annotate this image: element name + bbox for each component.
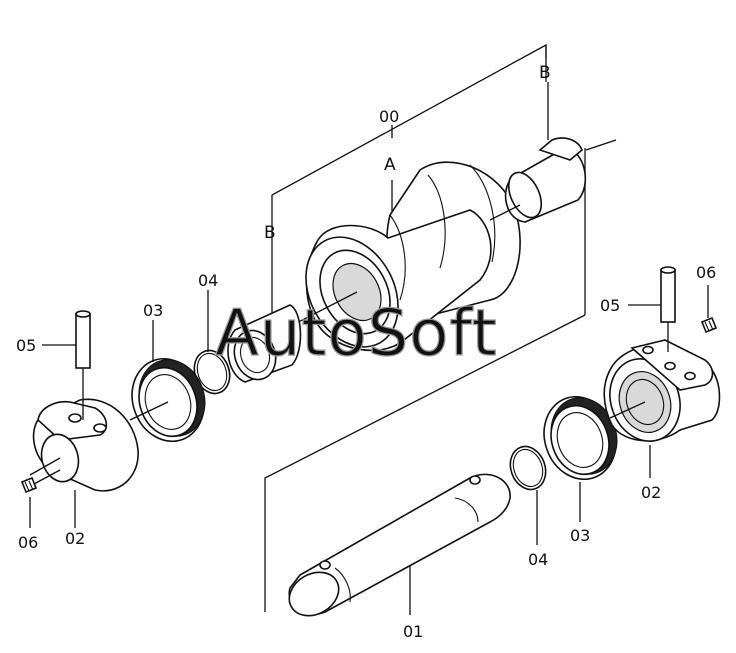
callout-b-left: B — [264, 223, 276, 243]
callout-05-left: 05 — [16, 336, 36, 355]
callout-01: 01 — [403, 622, 423, 641]
assembly-bracket-lines — [264, 43, 617, 612]
callout-04-left: 04 — [198, 271, 218, 290]
callout-03-right: 03 — [570, 526, 590, 545]
callout-04-right: 04 — [528, 550, 548, 569]
plug-left — [20, 469, 61, 494]
callout-02-left: 02 — [65, 529, 85, 548]
callout-a: A — [384, 155, 396, 175]
bushing-left — [227, 304, 302, 383]
roller-body — [239, 161, 521, 353]
callout-06-right: 06 — [696, 263, 716, 282]
callout-06-left: 06 — [18, 533, 38, 552]
callout-00: 00 — [379, 107, 399, 126]
oring-right-inner — [512, 448, 544, 488]
collar-left — [29, 398, 139, 492]
callout-02-right: 02 — [641, 483, 661, 502]
watermark-text: AutoSoft — [215, 297, 498, 371]
oring-left-inner — [196, 352, 228, 392]
callout-03-left: 03 — [143, 301, 163, 320]
leader-lines — [29, 290, 661, 545]
seal-left — [129, 357, 206, 443]
collar-right — [603, 339, 721, 442]
callout-05-right: 05 — [600, 296, 620, 315]
shaft — [288, 473, 511, 617]
pin-left — [75, 310, 91, 420]
oring-right — [509, 445, 547, 491]
bushing-right — [489, 137, 587, 223]
plug-right — [700, 285, 718, 334]
pin-right — [660, 266, 676, 352]
callout-b-top: B — [539, 63, 551, 83]
seal-right — [543, 395, 618, 481]
